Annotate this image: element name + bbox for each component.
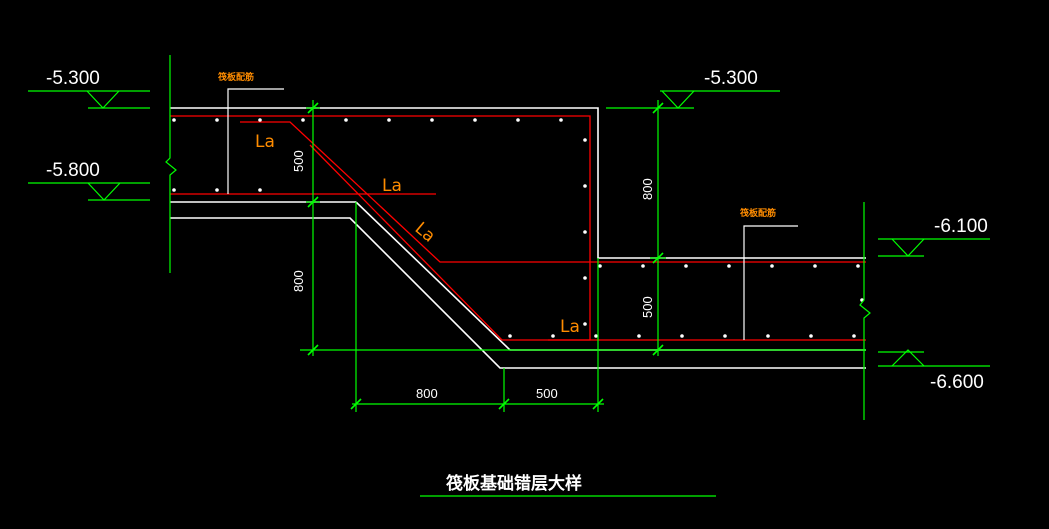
diagonal-top-rebar [240, 121, 866, 263]
rebar-dot [583, 138, 587, 142]
anchor-label-4: La [560, 317, 580, 337]
left-break-line [165, 55, 177, 273]
rebar-dot [766, 334, 770, 338]
left-note-leader [227, 88, 284, 194]
rebar-dot [516, 118, 520, 122]
rebar-dot [583, 230, 587, 234]
rebar-dot [809, 334, 813, 338]
top-rebar [170, 115, 591, 341]
elev-label-top-left: -5.300 [46, 68, 100, 89]
elev-tri-6600 [891, 349, 925, 367]
dimension-lines [28, 55, 990, 497]
dim-ticks [307, 102, 664, 410]
rebar-dot [559, 118, 563, 122]
dim-label-500-left: 500 [291, 150, 306, 172]
rebar-dot [508, 334, 512, 338]
rebar-dot [637, 334, 641, 338]
rebar-dots [172, 118, 864, 338]
rebar-dot [583, 184, 587, 188]
right-note-leader [743, 225, 798, 340]
dim-label-500-right: 500 [640, 296, 655, 318]
rebar-dot [583, 322, 587, 326]
anchor-label-3: La [411, 219, 439, 247]
dim-label-800-left: 800 [291, 270, 306, 292]
rebar-dot [856, 264, 860, 268]
rebar-dot [215, 188, 219, 192]
rebar-dot [723, 334, 727, 338]
rebar-dot [473, 118, 477, 122]
note-leaders [227, 88, 798, 340]
rebar-dot [387, 118, 391, 122]
rebar-dot [258, 118, 262, 122]
right-rebar-note: 筏板配筋 [739, 207, 776, 219]
anchor-label-1: La [255, 132, 275, 152]
elev-label-6100: -6.100 [934, 216, 988, 237]
right-break-line [859, 202, 871, 420]
rebar-dot [215, 118, 219, 122]
elev-label-top-right: -5.300 [704, 68, 758, 89]
rebar-dot [172, 188, 176, 192]
sloped-bottom-face-1 [355, 201, 866, 351]
dim-label-500-bottom: 500 [536, 386, 558, 401]
rebar-dot [172, 118, 176, 122]
elev-label-mid-left: -5.800 [46, 160, 100, 181]
rebar-dot [598, 264, 602, 268]
rebar-dot [641, 264, 645, 268]
rebar-dot [727, 264, 731, 268]
rebar-dot [258, 188, 262, 192]
rebar-dot [813, 264, 817, 268]
rebar-dot [594, 334, 598, 338]
dim-label-800-bottom: 800 [416, 386, 438, 401]
left-rebar-note: 筏板配筋 [217, 71, 254, 83]
rebar-dot [680, 334, 684, 338]
rebar-dot [583, 276, 587, 280]
elev-label-6600: -6.600 [930, 372, 984, 393]
rebar-dot [852, 334, 856, 338]
sloped-bottom-face-2 [170, 217, 866, 369]
rebar-dot [770, 264, 774, 268]
drawing-title: 筏板基础错层大样 [446, 473, 582, 494]
rebar-dot [344, 118, 348, 122]
diagonal-bottom-rebar [309, 144, 866, 341]
elev-tri-mid-left [87, 182, 121, 201]
elev-tri-top-right [661, 90, 695, 109]
elev-tri-6100 [891, 238, 925, 257]
rebar-dot [684, 264, 688, 268]
rebar-dot [301, 118, 305, 122]
elev-tri-top-left [86, 90, 120, 109]
rebar-dot [430, 118, 434, 122]
anchor-label-2: La [382, 176, 402, 196]
rebar-dot [551, 334, 555, 338]
dim-label-800-right: 800 [640, 178, 655, 200]
upper-slab-outline [170, 107, 866, 259]
